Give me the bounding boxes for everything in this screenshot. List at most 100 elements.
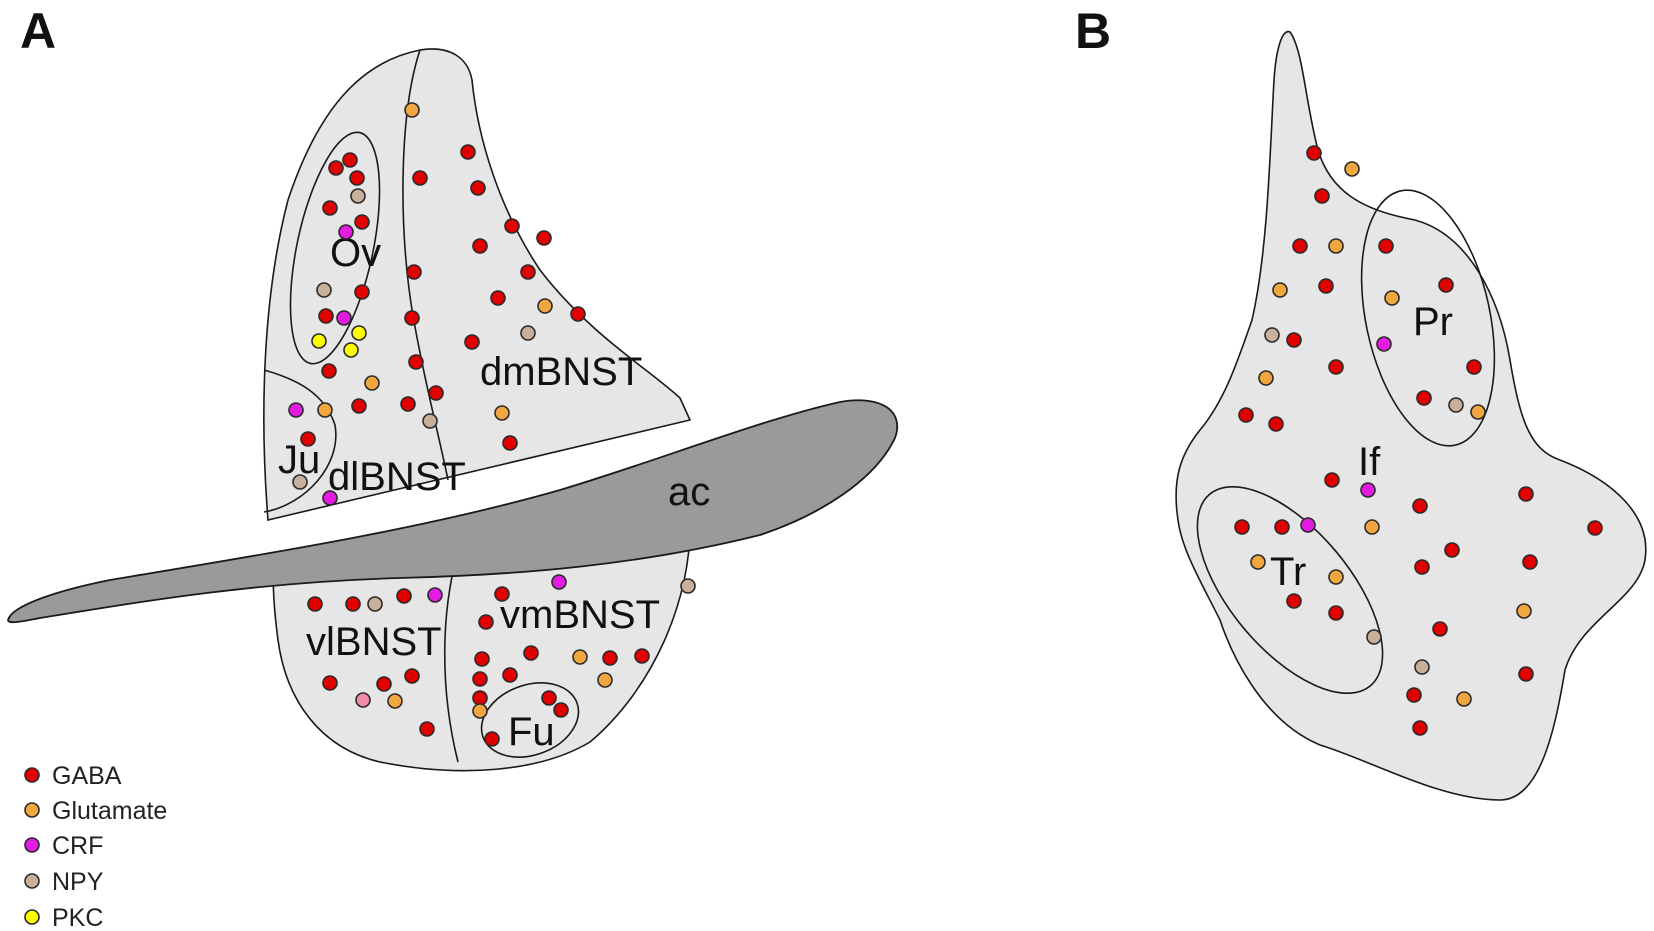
- panel-a-gaba-cell: [412, 170, 428, 186]
- panel-a: A Ov Ju dlBNST dmBNST ac vlBNST vmBNST F…: [7, 3, 898, 772]
- region-label-fu: Fu: [508, 710, 555, 754]
- panel-b-gaba-cell: [1274, 519, 1290, 535]
- panel-b-npy-cell: [1414, 659, 1430, 675]
- panel-a-gaba-cell: [523, 645, 539, 661]
- legend-pkc-label: PKC: [52, 904, 103, 931]
- panel-a-gaba-cell: [318, 308, 334, 324]
- panel-a-gaba-cell: [472, 690, 488, 706]
- panel-b-gaba-cell: [1306, 145, 1322, 161]
- panel-a-npy-cell: [680, 578, 696, 594]
- legend: GABA Glutamate CRF NPY PKC: [24, 762, 167, 931]
- panel-b-crf-cell: [1300, 517, 1316, 533]
- panel-a-npy-cell: [350, 188, 366, 204]
- ju-outline: [263, 369, 337, 513]
- panel-a-gaba-cell: [553, 702, 569, 718]
- panel-a-glutamate-cell: [317, 402, 333, 418]
- panel-a-glutamate-cell: [537, 298, 553, 314]
- panel-b-gaba-cell: [1378, 238, 1394, 254]
- panel-b-gaba-cell: [1412, 720, 1428, 736]
- panel-b-glutamate-cell: [1258, 370, 1274, 386]
- region-label-pr: Pr: [1413, 300, 1453, 344]
- panel-a-letter: A: [20, 3, 56, 59]
- panel-a-gaba-cell: [602, 650, 618, 666]
- panel-b-glutamate-cell: [1328, 238, 1344, 254]
- panel-b-gaba-cell: [1466, 359, 1482, 375]
- panel-b-gaba-cell: [1518, 486, 1534, 502]
- region-label-ov: Ov: [330, 231, 381, 275]
- panel-a-gaba-cell: [300, 431, 316, 447]
- panel-a-unlabeled-cell: [355, 692, 371, 708]
- panel-a-gaba-cell: [345, 596, 361, 612]
- panel-a-gaba-cell: [354, 214, 370, 230]
- panel-a-gaba-cell: [472, 238, 488, 254]
- panel-b-glutamate-cell: [1344, 161, 1360, 177]
- fu-outline: [480, 682, 580, 758]
- panel-a-gaba-cell: [536, 230, 552, 246]
- panel-b-gaba-cell: [1318, 278, 1334, 294]
- panel-b-gaba-cell: [1406, 687, 1422, 703]
- panel-a-npy-cell: [367, 596, 383, 612]
- panel-a-gaba-cell: [570, 306, 586, 322]
- panel-b-gaba-cell: [1292, 238, 1308, 254]
- panel-b-gaba-cell: [1414, 559, 1430, 575]
- panel-b-glutamate-cell: [1516, 603, 1532, 619]
- panel-a-gaba-cell: [322, 200, 338, 216]
- panel-b-gaba-cell: [1587, 520, 1603, 536]
- panel-b-npy-cell: [1448, 397, 1464, 413]
- panel-a-gaba-cell: [502, 435, 518, 451]
- panel-a-glutamate-cell: [494, 405, 510, 421]
- panel-a-crf-cell: [322, 490, 338, 506]
- panel-a-pkc-cell: [343, 342, 359, 358]
- panel-a-npy-cell: [422, 413, 438, 429]
- legend-npy-marker: [24, 873, 40, 889]
- panel-b-gaba-cell: [1234, 519, 1250, 535]
- panel-a-gaba-cell: [396, 588, 412, 604]
- panel-a-gaba-cell: [541, 690, 557, 706]
- panel-b-glutamate-cell: [1470, 404, 1486, 420]
- panel-b-glutamate-cell: [1364, 519, 1380, 535]
- panel-a-crf-cell: [338, 224, 354, 240]
- panel-b-gaba-cell: [1444, 542, 1460, 558]
- panel-a-glutamate-cell: [472, 703, 488, 719]
- region-label-vmbnst: vmBNST: [500, 593, 660, 637]
- panel-a-glutamate-cell: [387, 693, 403, 709]
- panel-a-gaba-cell: [502, 667, 518, 683]
- panel-b-gaba-cell: [1238, 407, 1254, 423]
- panel-a-gaba-cell: [472, 671, 488, 687]
- panel-b-gaba-cell: [1314, 188, 1330, 204]
- panel-b-gaba-cell: [1518, 666, 1534, 682]
- panel-b-gaba-cell: [1412, 498, 1428, 514]
- panel-a-gaba-cell: [342, 152, 358, 168]
- panel-a-gaba-cell: [321, 363, 337, 379]
- panel-b-gaba-cell: [1522, 554, 1538, 570]
- panel-a-gaba-cell: [464, 334, 480, 350]
- legend-crf-label: CRF: [52, 832, 103, 860]
- legend-crf-marker: [24, 837, 40, 853]
- ov-outline: [289, 131, 381, 365]
- panel-a-glutamate-cell: [364, 375, 380, 391]
- panel-b-gaba-cell: [1324, 472, 1340, 488]
- panel-a-gaba-cell: [351, 398, 367, 414]
- panel-a-gaba-cell: [376, 676, 392, 692]
- tr-outline: [1196, 485, 1384, 695]
- panel-b-gaba-cell: [1438, 277, 1454, 293]
- panel-a-pkc-cell: [311, 333, 327, 349]
- pr-outline: [1360, 189, 1496, 447]
- panel-a-gaba-cell: [504, 218, 520, 234]
- panel-b-npy-cell: [1366, 629, 1382, 645]
- panel-a-gaba-cell: [478, 614, 494, 630]
- panel-b-letter: B: [1075, 3, 1111, 59]
- panel-a-gaba-cell: [328, 160, 344, 176]
- panel-a-gaba-cell: [460, 144, 476, 160]
- panel-b-gaba-cell: [1328, 359, 1344, 375]
- panel-a-gaba-cell: [520, 264, 536, 280]
- panel-a-npy-cell: [316, 282, 332, 298]
- panel-a-gaba-cell: [400, 396, 416, 412]
- legend-npy-label: NPY: [52, 868, 104, 896]
- panel-a-gaba-cell: [307, 596, 323, 612]
- panel-a-pkc-cell: [351, 325, 367, 341]
- panel-b-gaba-cell: [1328, 605, 1344, 621]
- panel-a-crf-cell: [336, 310, 352, 326]
- panel-a-gaba-cell: [470, 180, 486, 196]
- panel-a-gaba-cell: [404, 310, 420, 326]
